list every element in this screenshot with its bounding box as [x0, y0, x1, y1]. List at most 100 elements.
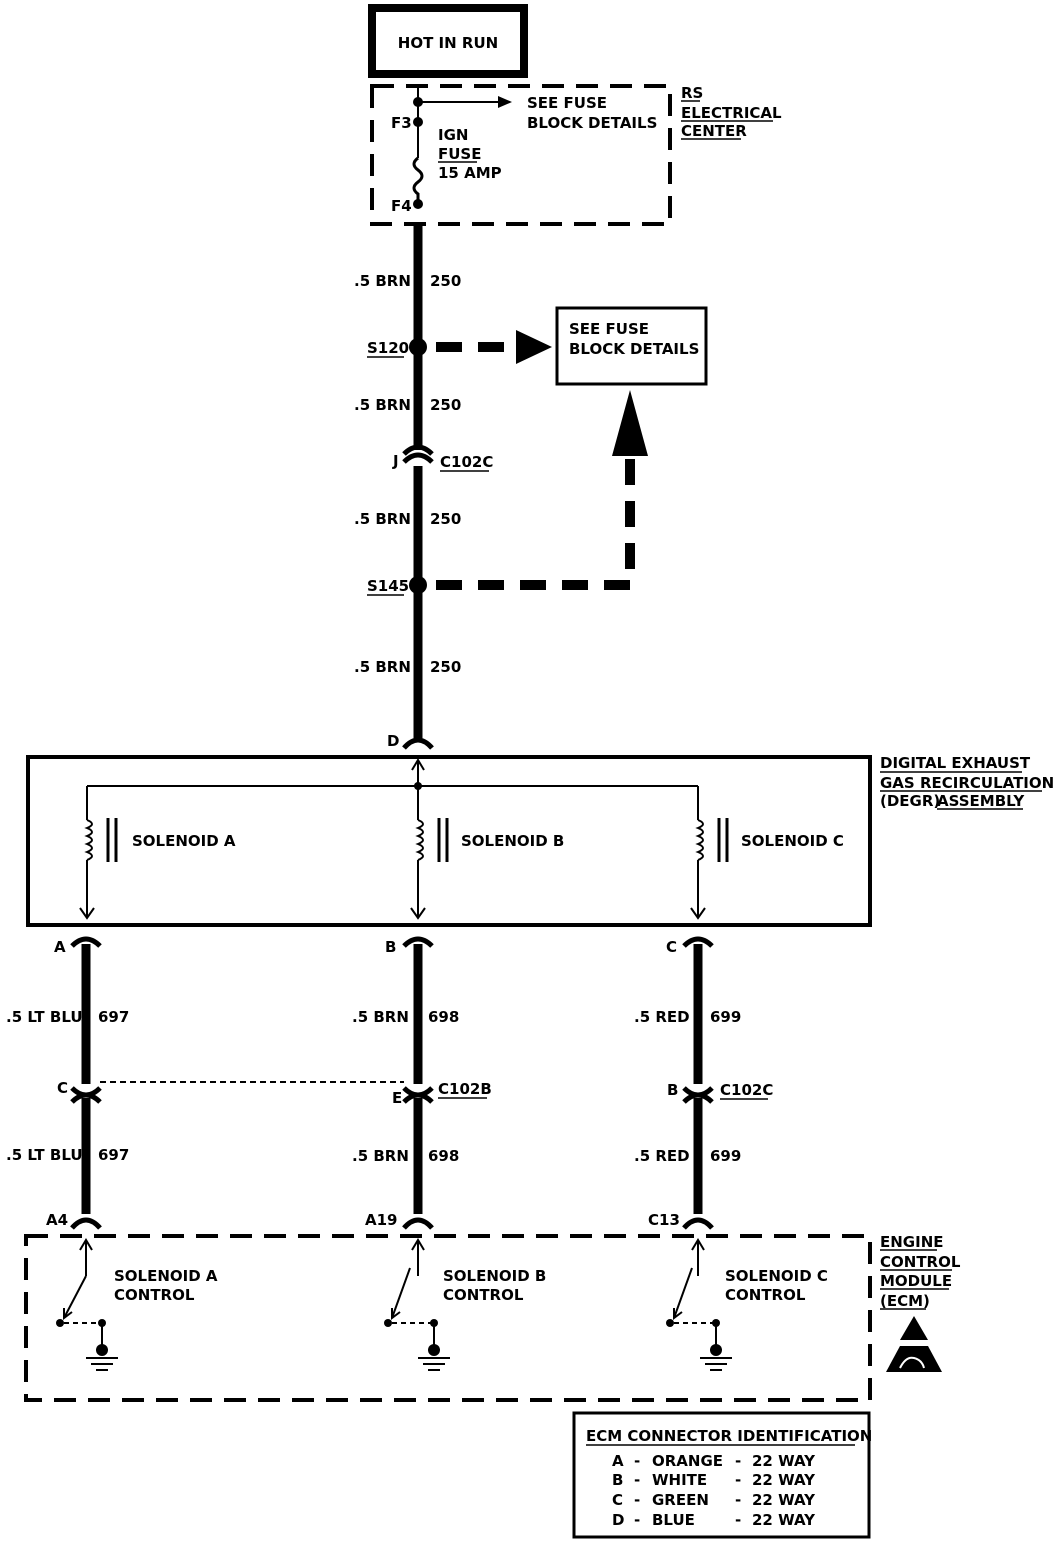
solenoid-a: SOLENOID A	[79, 786, 236, 920]
hot-in-run-box: HOT IN RUN	[368, 4, 528, 78]
splice-s120-node	[409, 338, 427, 356]
arrow-right-icon	[498, 96, 512, 108]
main-wire: .5 BRN 250 S120 .5 BRN 250 J C102C .5 BR…	[354, 226, 493, 750]
row-letter: D	[612, 1511, 624, 1529]
ecm-table-row: C - GREEN - 22 WAY	[612, 1491, 816, 1509]
ctrl-a-line1: SOLENOID A	[114, 1267, 218, 1285]
wire-b-conn-pin: E	[392, 1089, 402, 1107]
arrow-right-icon	[516, 330, 552, 364]
row-color: WHITE	[652, 1471, 707, 1489]
seg4-circuit: 250	[430, 658, 461, 676]
pin-f4-label: F4	[391, 197, 412, 215]
esd-sensitive-icon	[886, 1316, 942, 1372]
ctrl-a-line2: CONTROL	[114, 1286, 195, 1304]
wire-b-circuit2: 698	[428, 1147, 459, 1165]
wire-c-conn-pin: B	[667, 1081, 678, 1099]
wire-b: B .5 BRN 698 E C102B .5 BRN 698 A19	[352, 936, 492, 1230]
row-letter: C	[612, 1491, 623, 1509]
row-dash: -	[735, 1491, 741, 1509]
pin-f4-node	[413, 199, 423, 209]
solenoid-b-label: SOLENOID B	[461, 832, 564, 850]
rs-see-fuse-line1: SEE FUSE	[527, 94, 607, 112]
wire-c-circuit1: 699	[710, 1008, 741, 1026]
splice-s120-label: S120	[367, 339, 409, 357]
wire-b-ecm-pin: A19	[365, 1211, 397, 1229]
fuse-element-icon	[412, 156, 424, 204]
wire-a-ecm-pin: A4	[46, 1211, 68, 1229]
pin-f3-label: F3	[391, 114, 412, 132]
wire-b-gauge1: .5 BRN	[352, 1008, 409, 1026]
connector-c102c-bottom	[402, 452, 434, 464]
row-letter: A	[612, 1452, 624, 1470]
ign-fuse: SEE FUSE BLOCK DETAILS F3 F4 IGN FUSE 15…	[391, 88, 657, 215]
ecm-label-line2: CONTROL	[880, 1253, 961, 1271]
row-dash: -	[735, 1471, 741, 1489]
row-way: 22 WAY	[752, 1511, 816, 1529]
ctrl-b-line2: CONTROL	[443, 1286, 524, 1304]
fuse-block-line1: SEE FUSE	[569, 320, 649, 338]
ecm-control-b: SOLENOID B CONTROL	[384, 1238, 546, 1371]
fuse-label-line3: 15 AMP	[438, 164, 502, 182]
wire-a-circuit2: 697	[98, 1146, 129, 1164]
seg3-gauge: .5 BRN	[354, 510, 411, 528]
rs-label-line2: ELECTRICAL	[681, 104, 782, 122]
row-dash: -	[634, 1452, 640, 1470]
conn-c102c-name: C102C	[440, 453, 493, 471]
wire-c-ecm-pin: C13	[648, 1211, 680, 1229]
wire-a-gauge2: .5 LT BLU	[6, 1146, 83, 1164]
degr-pin-d-label: D	[387, 732, 399, 750]
wire-c-circuit2: 699	[710, 1147, 741, 1165]
ecm-label-line1: ENGINE	[880, 1233, 944, 1251]
wire-a: A .5 LT BLU 697 C .5 LT BLU 697 A4	[6, 936, 129, 1230]
wire-a-gauge1: .5 LT BLU	[6, 1008, 83, 1026]
splice-s145-label: S145	[367, 577, 409, 595]
rs-electrical-center: RS ELECTRICAL CENTER	[370, 84, 782, 226]
row-dash: -	[735, 1511, 741, 1529]
degr-label-line2: GAS RECIRCULATION	[880, 774, 1054, 792]
coil-icon	[695, 819, 704, 861]
wire-c-conn-name: C102C	[720, 1081, 773, 1099]
degr-assembly: DIGITAL EXHAUST GAS RECIRCULATION (DEGR)…	[26, 754, 1054, 927]
pin-f3-node	[413, 117, 423, 127]
ecm-control-a: SOLENOID A CONTROL	[56, 1238, 218, 1371]
solenoid-c-label: SOLENOID C	[741, 832, 844, 850]
hot-in-run-label: HOT IN RUN	[398, 34, 498, 52]
fuse-block-box	[555, 306, 708, 386]
seg1-circuit: 250	[430, 272, 461, 290]
fuse-label-line1: IGN	[438, 126, 468, 144]
ecm-label-line4: (ECM)	[880, 1292, 930, 1310]
solenoid-c: SOLENOID C	[690, 786, 844, 920]
ctrl-c-line2: CONTROL	[725, 1286, 806, 1304]
ecm-table-row: D - BLUE - 22 WAY	[612, 1511, 816, 1529]
wire-a-pin: A	[54, 938, 66, 956]
wire-c: C .5 RED 699 B C102C .5 RED 699 C13	[634, 936, 773, 1230]
row-letter: B	[612, 1471, 623, 1489]
fuse-label-line2: FUSE	[438, 145, 481, 163]
wire-b-pin: B	[385, 938, 396, 956]
fuse-block-line2: BLOCK DETAILS	[569, 340, 699, 358]
degr-pin-d-connector	[402, 737, 434, 750]
row-dash: -	[634, 1471, 640, 1489]
ctrl-b-line1: SOLENOID B	[443, 1267, 546, 1285]
ecm-control-c: SOLENOID C CONTROL	[666, 1238, 828, 1371]
wire-b-gauge2: .5 BRN	[352, 1147, 409, 1165]
row-color: ORANGE	[652, 1452, 723, 1470]
row-dash: -	[634, 1491, 640, 1509]
ecm-label-line3: MODULE	[880, 1272, 952, 1290]
row-dash: -	[735, 1452, 741, 1470]
seg3-circuit: 250	[430, 510, 461, 528]
connector-c102c-top	[402, 444, 434, 456]
wire-a-circuit1: 697	[98, 1008, 129, 1026]
row-way: 22 WAY	[752, 1452, 816, 1470]
rs-label-line1: RS	[681, 84, 703, 102]
seg2-gauge: .5 BRN	[354, 396, 411, 414]
wire-c-pin: C	[666, 938, 677, 956]
degr-label-line3b: ASSEMBLY	[937, 792, 1025, 810]
solenoid-a-label: SOLENOID A	[132, 832, 236, 850]
rs-label-line3: CENTER	[681, 122, 747, 140]
degr-label-line3a: (DEGR)	[880, 792, 940, 810]
rs-see-fuse-line2: BLOCK DETAILS	[527, 114, 657, 132]
seg1-gauge: .5 BRN	[354, 272, 411, 290]
solenoid-b: SOLENOID B	[410, 786, 564, 920]
